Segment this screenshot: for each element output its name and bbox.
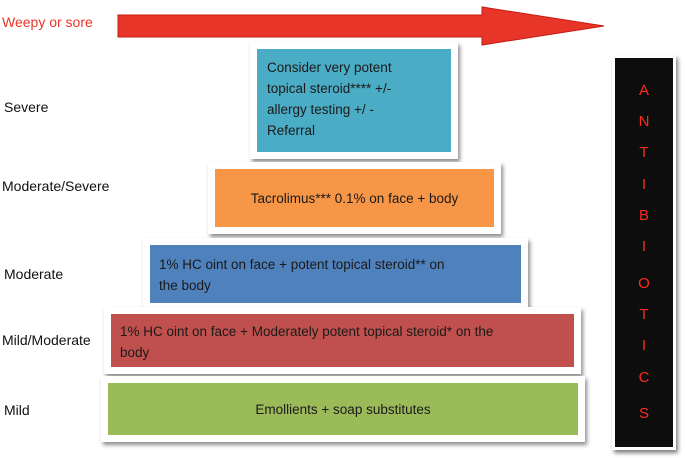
antibiotics-letter: I [641,238,647,255]
box-severe: Consider very potent topical steroid****… [250,42,458,159]
label-moderate: Moderate [4,266,64,282]
antibiotics-letter: I [641,176,647,193]
box-severe-content: Consider very potent topical steroid****… [257,49,451,152]
box-mild-moderate-line: body [120,345,150,360]
label-mild-moderate: Mild/Moderate [2,332,91,348]
box-severe-line: Consider very potent [267,60,392,75]
label-weepy-or-sore: Weepy or sore [2,14,93,30]
arrow-shape [117,6,605,46]
antibiotics-bar: A N T I B I O T I C S [612,55,676,450]
antibiotics-letter: B [638,207,649,224]
antibiotics-letter: T [639,306,649,323]
box-moderate-line: 1% HC oint on face + potent topical ster… [159,257,445,272]
box-mild-moderate-content: 1% HC oint on face + Moderately potent t… [111,314,574,367]
label-severe: Severe [4,99,49,115]
box-moderate-line: the body [159,278,211,293]
box-severe-line: topical steroid**** +/- [267,81,392,96]
box-mild-moderate-line: 1% HC oint on face + Moderately potent t… [120,324,494,339]
antibiotics-letter: S [638,405,649,422]
antibiotics-letter: N [638,113,650,130]
box-moderate-content: 1% HC oint on face + potent topical ster… [150,245,521,303]
label-moderate-severe: Moderate/Severe [2,178,110,194]
box-moderate-severe: Tacrolimus*** 0.1% on face + body [208,162,501,234]
antibiotics-letter: I [641,337,647,354]
box-moderate-severe-text: Tacrolimus*** 0.1% on face + body [250,190,459,206]
box-mild-moderate: 1% HC oint on face + Moderately potent t… [104,307,581,374]
antibiotics-letter: C [638,369,650,386]
box-mild-content: Emollients + soap substitutes [108,383,578,435]
box-moderate-severe-content: Tacrolimus*** 0.1% on face + body [215,169,494,227]
box-severe-line: Referral [267,123,316,138]
box-severe-line: allergy testing +/ - [267,102,374,117]
antibiotics-letter: O [638,275,650,292]
label-mild: Mild [4,402,30,418]
antibiotics-letter: T [639,144,649,161]
box-moderate: 1% HC oint on face + potent topical ster… [143,238,528,310]
severity-arrow [117,6,605,46]
box-mild-text: Emollients + soap substitutes [255,401,431,417]
box-mild: Emollients + soap substitutes [101,376,585,442]
antibiotics-letter: A [638,82,649,99]
